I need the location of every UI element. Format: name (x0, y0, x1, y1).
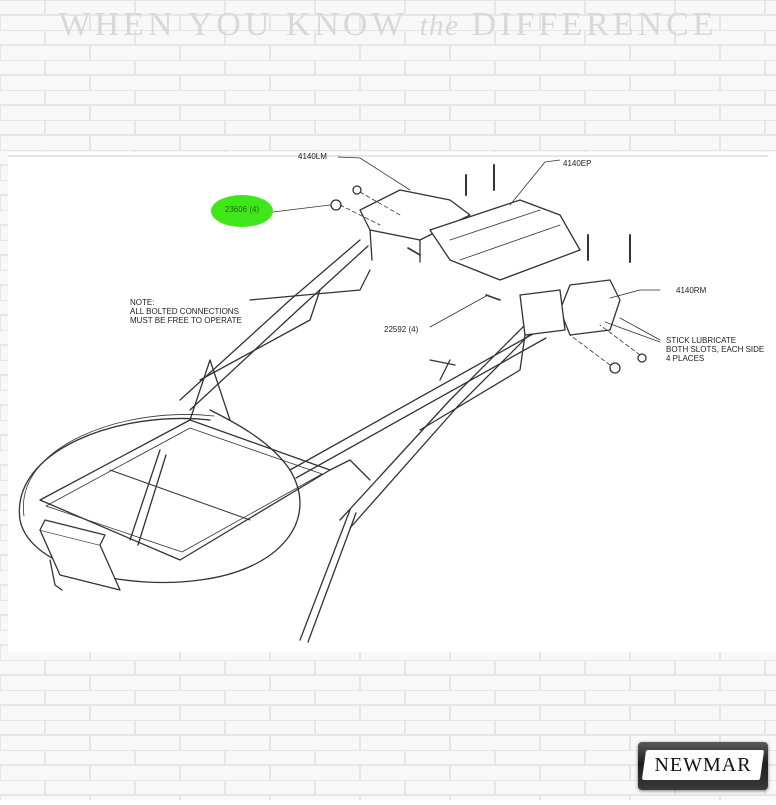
left-bracket (189, 359, 231, 421)
nut-callout-target (330, 199, 342, 211)
right-bracket (329, 459, 371, 481)
right-link (419, 299, 531, 431)
bolts (407, 247, 501, 301)
cable-loop (18, 409, 301, 584)
slogan-banner: WHEN YOU KNOW the DIFFERENCE (0, 6, 776, 44)
base-frame-inner (45, 427, 323, 553)
left-mount-legs (369, 229, 421, 263)
cross-tube (289, 329, 547, 479)
right-pin (429, 359, 456, 381)
left-scissor-arm (179, 239, 369, 411)
label-22592: 22592 (4) (384, 325, 419, 334)
right-mount-plate (519, 289, 566, 336)
bolted-connections-note: NOTE: ALL BOLTED CONNECTIONS MUST BE FRE… (130, 298, 242, 325)
motor-top (39, 519, 106, 546)
nut-bottom-right (609, 362, 621, 374)
slogan-part-3: DIFFERENCE (471, 6, 718, 43)
left-link (249, 269, 371, 301)
logo-text: NEWMAR (654, 754, 752, 776)
left-brace (199, 289, 321, 381)
motor-wire (49, 559, 63, 591)
part-highlight-23606[interactable]: 23606 (4) (211, 195, 273, 227)
label-4140lm: 4140LM (298, 152, 327, 161)
drawing-sheet (8, 152, 776, 652)
label-4140rm: 4140RM (676, 286, 707, 295)
leader-bolt (429, 294, 489, 328)
slogan-part-2: the (419, 9, 460, 42)
leader-stick (604, 317, 661, 343)
right-leg (299, 509, 357, 643)
mount-studs (465, 164, 631, 263)
fastener-guides (339, 191, 641, 366)
left-leg-a (129, 449, 167, 546)
base-crossbar (109, 469, 251, 521)
leader-nut (272, 204, 331, 213)
end-plate-ribs (449, 209, 561, 261)
leader-lm (337, 156, 411, 191)
right-scissor-arm (339, 309, 549, 529)
right-mount-bracket (559, 279, 621, 336)
leader-ep (509, 159, 561, 206)
stick-lubricate-note: STICK LUBRICATE BOTH SLOTS, EACH SIDE 4 … (666, 336, 765, 363)
label-23606: 23606 (4) (224, 205, 260, 214)
newmar-logo: NEWMAR (638, 742, 768, 790)
label-4140ep: 4140EP (563, 159, 591, 168)
nut-top-left (352, 185, 362, 195)
cable-loop-inner (23, 414, 215, 517)
end-plate (429, 199, 581, 281)
slogan-part-1: WHEN YOU KNOW (58, 6, 407, 43)
nut-right (637, 353, 647, 363)
leader-rm (609, 289, 661, 299)
